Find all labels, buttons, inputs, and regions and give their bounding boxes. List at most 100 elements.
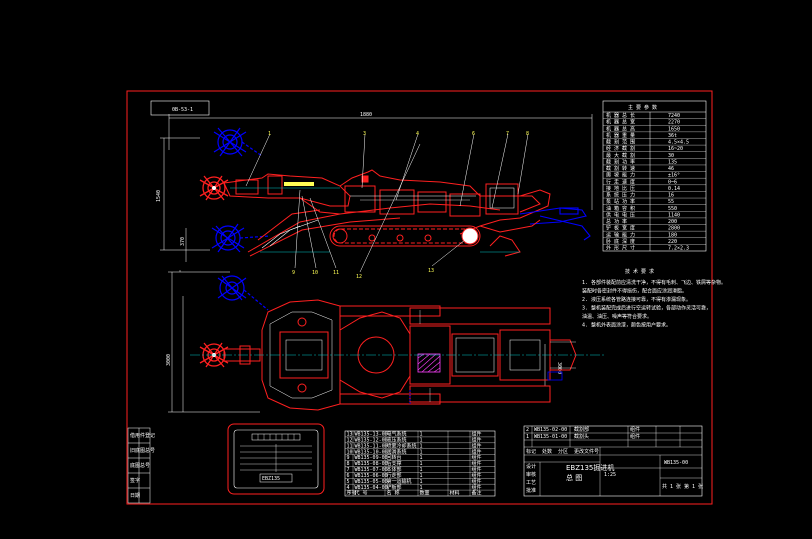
tb-side: 批准 xyxy=(526,487,536,494)
spec-value: 4.5×4.5 xyxy=(668,140,689,146)
tb-r1-code: WB135-02-00 xyxy=(534,427,567,433)
spec-key: 截 割 范 围 xyxy=(606,139,635,146)
spec-value: 220 xyxy=(668,239,677,245)
crawler-track xyxy=(329,225,481,247)
spec-key: 接 地 比 压 xyxy=(606,185,635,192)
parts-cell-no: 6 xyxy=(347,473,350,479)
left-strip-label: 签字 xyxy=(130,477,140,484)
spec-value: 0.14 xyxy=(668,186,680,192)
tech-line: 2. 液压系统各管路连接可靠，不得有渗漏现象。 xyxy=(582,296,691,303)
spec-value: 1650 xyxy=(668,126,680,132)
spec-value: 135 xyxy=(668,159,677,165)
callout-7: 7 xyxy=(506,131,509,137)
parts-cell-name: 润滑系统 xyxy=(387,448,407,455)
spec-value: 36t xyxy=(668,133,677,139)
plan-rear-ghost xyxy=(409,371,563,404)
parts-cell-no: 5 xyxy=(347,479,350,485)
spec-key: 爬 坡 能 力 xyxy=(606,172,635,179)
spec-key: 截 割 转 速 xyxy=(606,165,635,172)
parts-cell-no: 8 xyxy=(347,461,350,467)
code-tag: 0B-53-1 xyxy=(172,107,193,113)
spec-key: 外 形 尺 寸 xyxy=(606,245,635,252)
rear-support-red xyxy=(260,219,541,257)
machine-body xyxy=(339,169,551,235)
left-strip-label: 借用件登记 xyxy=(130,432,155,439)
spec-key: 机 器 总 宽 xyxy=(606,119,635,126)
callout-9: 9 xyxy=(292,270,295,276)
tb-label: 分区 xyxy=(558,448,568,455)
parts-cell-name: 液压系统 xyxy=(387,437,407,444)
drawing-number: WB135-00 xyxy=(664,460,688,466)
tb-r2-no: 1 xyxy=(526,434,529,440)
left-strip-label: 日期 xyxy=(130,493,140,499)
spec-key: 运 输 能 力 xyxy=(606,231,635,238)
drawing-sheet: 共 1 张 第 1 张 xyxy=(662,483,703,490)
parts-cell-code: WB135-09-00 xyxy=(355,455,388,461)
cutter-head-main xyxy=(199,175,229,201)
tech-line: 4. 整机外表面涂漆，颜色按用户要求。 xyxy=(582,322,671,329)
callout-12: 12 xyxy=(356,274,362,280)
drawing-scale: 1:25 xyxy=(604,472,616,478)
parts-cell-note: 组件 xyxy=(472,454,482,461)
parts-cell-note: 组件 xyxy=(472,442,482,449)
nameplate: EBZ135 xyxy=(227,423,325,495)
left-strip-label: 旧底图总号 xyxy=(130,447,155,454)
parts-cell-code: WB135-06-00 xyxy=(355,473,388,479)
parts-cell-no: 12 xyxy=(347,438,353,444)
parts-cell-qty: 1 xyxy=(420,443,423,449)
cutting-boom xyxy=(223,173,351,215)
dimension-lines xyxy=(160,114,593,413)
parts-cell-name: 回转台 xyxy=(387,454,402,461)
parts-cell-qty: 1 xyxy=(420,467,423,473)
tb-side: 设计 xyxy=(526,463,536,470)
parts-header-qty: 数量 xyxy=(420,490,430,497)
cutter-head-lower-ghost xyxy=(211,223,271,253)
parts-cell-note: 组件 xyxy=(472,466,482,473)
nameplate-brand: EBZ135 xyxy=(262,476,280,482)
plan-cutter-ghost xyxy=(217,275,269,311)
parts-cell-no: 10 xyxy=(347,449,353,455)
parts-cell-code: WB135-07-00 xyxy=(355,467,388,473)
tb-r2-note: 组件 xyxy=(630,433,640,440)
spec-key: 行 走 速 度 xyxy=(606,178,635,185)
spec-value: 16~20 xyxy=(668,146,683,152)
left-strip-label: 底图总号 xyxy=(130,462,150,469)
parts-cell-name: 铲板部 xyxy=(387,484,402,491)
dim-top: 1880 xyxy=(360,112,372,118)
callout-3: 3 xyxy=(363,131,366,137)
spec-title: 主 要 参 数 xyxy=(628,104,657,111)
parts-cell-no: 9 xyxy=(347,455,350,461)
tech-requirements: 技 术 要 求 1. 各部件装配前应清洗干净，不得有毛刺、飞边、铁屑等杂物。 装… xyxy=(582,268,726,329)
parts-cell-note: 组件 xyxy=(472,472,482,479)
tb-r2-code: WB135-01-00 xyxy=(534,434,567,440)
spec-key: 总 功 率 xyxy=(606,218,627,225)
spec-value: 55 xyxy=(668,199,674,205)
parts-cell-no: 4 xyxy=(347,485,350,491)
parts-cell-note: 组件 xyxy=(472,460,482,467)
parts-cell-qty: 1 xyxy=(420,479,423,485)
spec-value: 2800 xyxy=(668,226,680,232)
callout-4: 4 xyxy=(416,131,419,137)
drawing-title: EBZ135掘进机 xyxy=(566,463,614,472)
parts-header-name: 名 称 xyxy=(387,490,400,497)
rear-support-blue xyxy=(519,207,591,241)
dim-height: 1540 xyxy=(156,190,162,202)
parts-cell-code: WB135-11-00 xyxy=(355,443,388,449)
tb-label: 处数 xyxy=(542,448,552,455)
parts-cell-qty: 1 xyxy=(420,432,423,438)
spec-value: 7240 xyxy=(668,113,680,119)
parts-header-mat: 材料 xyxy=(450,490,460,497)
spec-key: 最 大 截 割 xyxy=(606,152,635,159)
dim-plan-height: 3000 xyxy=(166,354,172,366)
tb-side: 工艺 xyxy=(526,480,536,486)
parts-cell-code: WB135-04-00 xyxy=(355,485,388,491)
spec-key: 截 割 功 率 xyxy=(606,158,635,165)
cutter-head-upper-ghost xyxy=(213,127,263,157)
spec-value: 550 xyxy=(668,206,677,212)
parts-cell-code: WB135-12-00 xyxy=(355,438,388,444)
dim-low: 370 xyxy=(180,237,186,246)
parts-cell-name: 后支撑 xyxy=(387,460,402,467)
tech-line: 油温、油压、噪声等符合要求。 xyxy=(582,313,652,320)
spec-key: 机 器 重 量 xyxy=(606,132,635,139)
spec-value: 46 xyxy=(668,166,674,172)
